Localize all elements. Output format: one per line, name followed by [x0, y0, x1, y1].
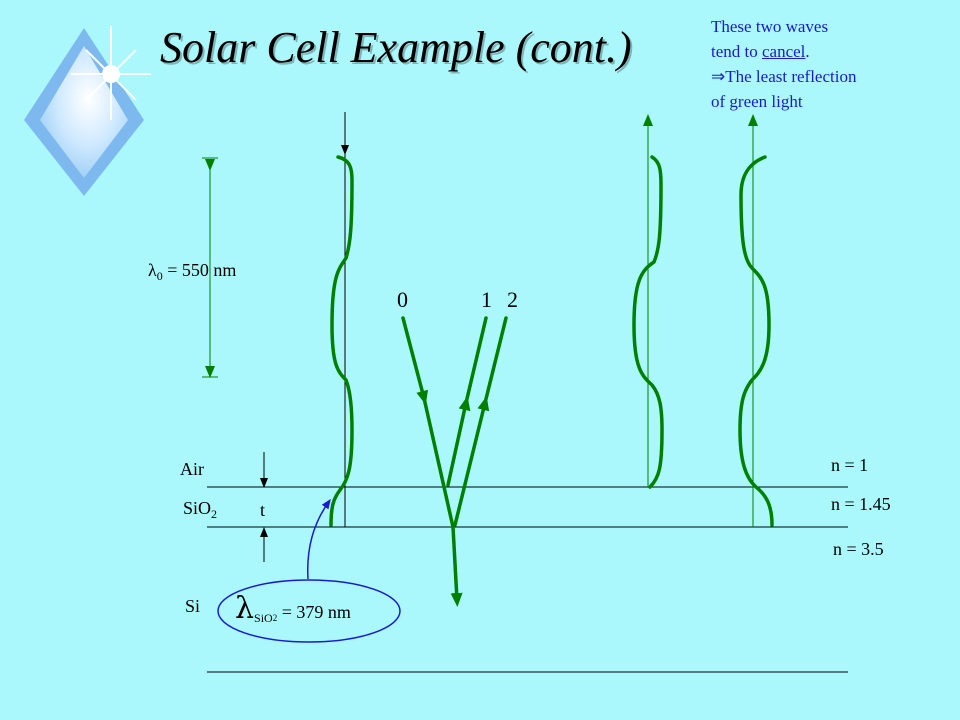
- sio2-wavelength-label: λSiO2 = 379 nm: [235, 591, 351, 626]
- ray-label-0: 0: [397, 287, 408, 312]
- annotation-note: These two waves tend to cancel. ⇒The lea…: [711, 14, 856, 114]
- wavelength-label: λ0 = 550 nm: [148, 260, 237, 283]
- ray-diagram: [401, 316, 508, 607]
- index-si: n = 3.5: [833, 539, 884, 559]
- sio2-wavelength-ellipse: [217, 579, 401, 643]
- index-sio2: n = 1.45: [831, 494, 891, 514]
- index-air: n = 1: [831, 455, 869, 475]
- reflected-wave-2: [738, 155, 774, 527]
- layer-label-si: Si: [185, 596, 201, 616]
- layer-label-sio2: SiO2: [183, 498, 218, 521]
- note-line-2: tend to cancel.: [711, 42, 810, 61]
- incident-wave: [329, 155, 354, 527]
- layer-label-air: Air: [180, 459, 204, 479]
- thickness-label: t: [260, 500, 266, 520]
- implies-arrow-icon: ⇒: [711, 67, 726, 86]
- page-title: Solar Cell Example (cont.): [160, 23, 632, 72]
- ray-label-2: 2: [507, 287, 518, 312]
- wavelength-dimension: [202, 157, 218, 378]
- note-line-1: These two waves: [711, 17, 829, 36]
- note-line-3: ⇒The least reflection: [711, 67, 857, 86]
- ray-label-1: 1: [481, 287, 492, 312]
- note-cancel-word: cancel: [762, 42, 806, 61]
- diamond-star-logo-icon: [24, 26, 151, 196]
- wavelength-pointer-arrow: [307, 498, 331, 580]
- note-line-4: of green light: [711, 92, 803, 111]
- reflected-wave-1: [632, 155, 664, 489]
